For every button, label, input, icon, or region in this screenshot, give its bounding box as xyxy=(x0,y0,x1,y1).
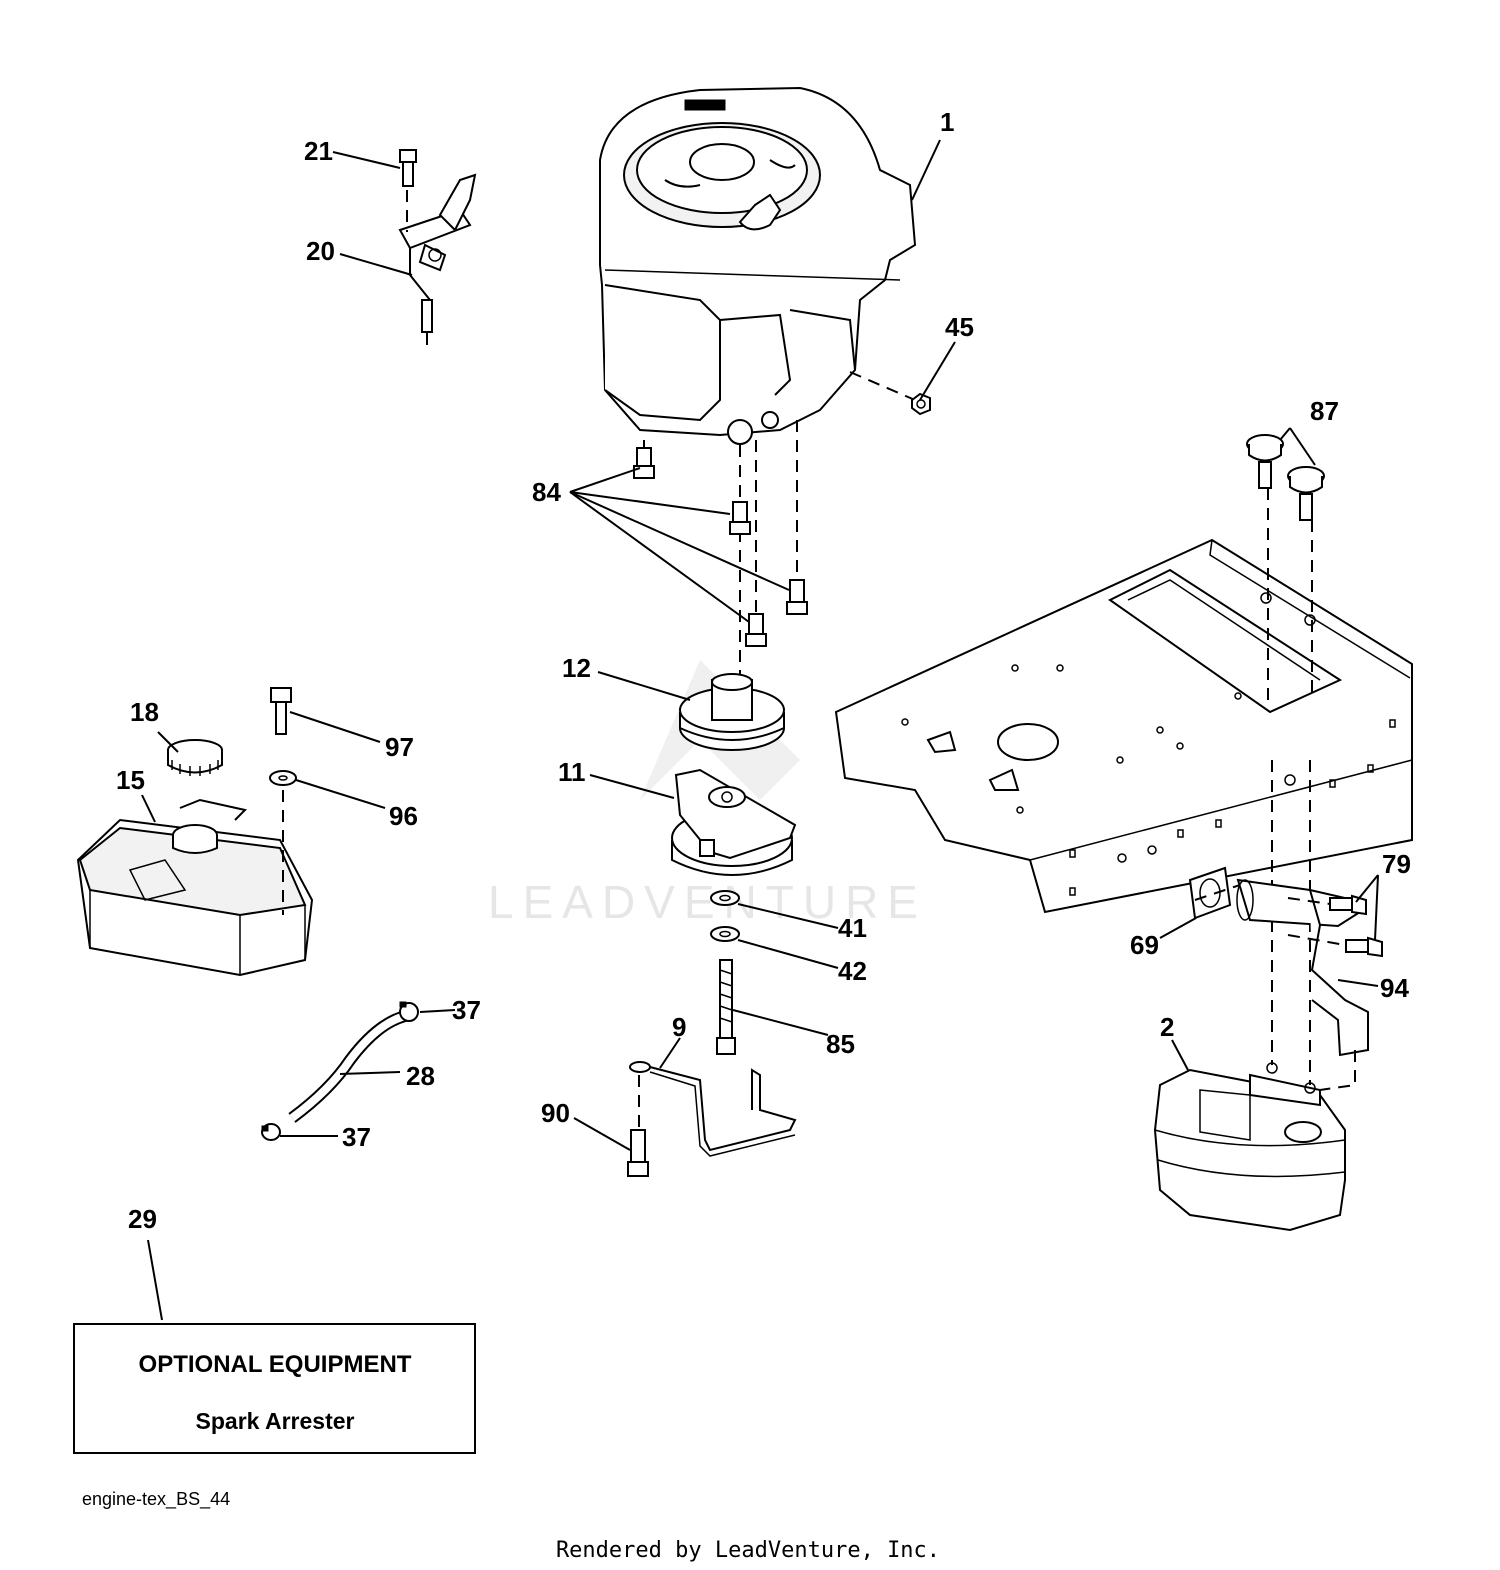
leader-lines xyxy=(141,139,1379,1321)
bolt-85[interactable] xyxy=(716,959,736,1055)
callout-42: 42 xyxy=(838,956,867,986)
callout-18: 18 xyxy=(130,697,159,727)
fuel-cap-18[interactable] xyxy=(167,739,223,776)
hose-clamp-37-b[interactable] xyxy=(261,1123,281,1141)
callout-11: 11 xyxy=(558,757,586,787)
bolt-79-b[interactable] xyxy=(1345,936,1383,958)
callout-15: 15 xyxy=(116,765,145,795)
callout-20: 20 xyxy=(306,236,335,266)
nut-45[interactable] xyxy=(911,392,931,416)
callout-37-bottom: 37 xyxy=(342,1122,371,1152)
fuel-line-28[interactable] xyxy=(288,1009,412,1123)
bolt-84-b[interactable] xyxy=(729,501,751,535)
callout-97: 97 xyxy=(385,732,414,762)
watermark-text: LEADVENTURE xyxy=(488,876,927,928)
screw-87-a[interactable] xyxy=(1246,434,1284,489)
callout-labels: 1 21 20 45 87 84 12 18 97 11 15 96 79 41… xyxy=(116,107,1411,1234)
electric-clutch-11[interactable] xyxy=(671,768,797,876)
callout-45: 45 xyxy=(945,312,974,342)
fuel-tank-15[interactable] xyxy=(76,798,314,977)
callout-12: 12 xyxy=(562,653,591,683)
callout-29: 29 xyxy=(128,1204,157,1234)
screw-21[interactable] xyxy=(399,149,417,187)
diagram-code: engine-tex_BS_44 xyxy=(82,1489,230,1510)
bolt-90[interactable] xyxy=(627,1129,649,1177)
callout-1: 1 xyxy=(940,107,954,137)
optional-equipment-title: OPTIONAL EQUIPMENT xyxy=(139,1351,412,1378)
bolt-84-a[interactable] xyxy=(633,447,655,479)
throttle-control-20[interactable] xyxy=(398,173,477,345)
engine-drawing[interactable] xyxy=(599,86,917,445)
screw-97[interactable] xyxy=(270,687,292,735)
bolt-84-c[interactable] xyxy=(786,579,808,615)
muffler-2[interactable] xyxy=(1153,1062,1346,1232)
hose-clamp-37-a[interactable] xyxy=(399,1001,419,1022)
callout-37-top: 37 xyxy=(452,995,481,1025)
frame-plate[interactable] xyxy=(834,538,1413,914)
optional-equipment-box: OPTIONAL EQUIPMENT Spark Arrester xyxy=(73,1323,476,1454)
gasket-69[interactable] xyxy=(1188,866,1232,920)
optional-equipment-item: Spark Arrester xyxy=(196,1408,355,1434)
callout-90: 90 xyxy=(541,1098,570,1128)
washer-42[interactable] xyxy=(710,926,740,942)
footer-credit: Rendered by LeadVenture, Inc. xyxy=(556,1538,940,1563)
callout-69: 69 xyxy=(1130,930,1159,960)
bolt-84-d[interactable] xyxy=(745,613,767,647)
callout-21: 21 xyxy=(304,136,333,166)
washer-96[interactable] xyxy=(269,770,297,786)
screw-87-b[interactable] xyxy=(1287,466,1325,521)
callout-94: 94 xyxy=(1380,973,1409,1003)
callout-28: 28 xyxy=(406,1061,435,1091)
washer-41[interactable] xyxy=(710,890,740,906)
callout-2: 2 xyxy=(1160,1012,1174,1042)
callout-9: 9 xyxy=(672,1012,686,1042)
callout-84: 84 xyxy=(532,477,561,507)
callout-41: 41 xyxy=(838,913,867,943)
bracket-9[interactable] xyxy=(629,1061,797,1157)
callout-87: 87 xyxy=(1310,396,1339,426)
pulley-12[interactable] xyxy=(679,673,785,751)
bolt-79-a[interactable] xyxy=(1329,894,1367,916)
callout-85: 85 xyxy=(826,1029,855,1059)
callout-79: 79 xyxy=(1382,849,1411,879)
callout-96: 96 xyxy=(389,801,418,831)
